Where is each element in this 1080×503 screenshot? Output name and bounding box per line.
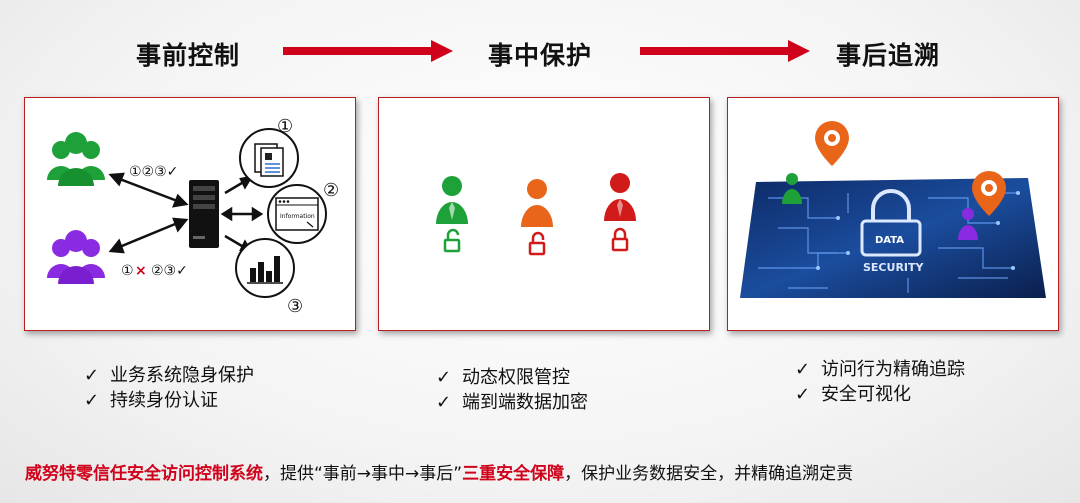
stage-title-after: 事后追溯: [836, 36, 940, 72]
step-2-badge: ②: [323, 180, 339, 201]
footer-summary: 威努特零信任安全访问控制系统，提供“事前→事中→事后”三重安全保障，保护业务数据…: [25, 459, 853, 484]
purple-user-group-icon: [47, 230, 105, 284]
stage-title-before: 事前控制: [136, 36, 240, 72]
bullet-list-pre-control: ✓业务系统隐身保护 ✓持续身份认证: [84, 363, 254, 413]
denied-x-icon: ×: [135, 263, 147, 279]
purple-access-suffix: ②③✓: [151, 263, 188, 279]
list-item: ✓动态权限管控: [436, 365, 588, 390]
step-3-badge: ③: [287, 296, 303, 317]
panel-during-protection: [378, 97, 710, 331]
bullet-list-after-tracing: ✓访问行为精确追踪 ✓安全可视化: [795, 357, 965, 407]
locked-padlock-icon: [613, 229, 627, 250]
list-item: ✓端到端数据加密: [436, 390, 588, 415]
check-icon: ✓: [795, 382, 821, 407]
half-locked-padlock-icon: [530, 233, 544, 254]
check-icon: ✓: [84, 388, 110, 413]
stage-title-during: 事中保护: [488, 36, 592, 72]
bar-chart-resource-icon: [236, 239, 294, 297]
during-protection-diagram: [379, 98, 709, 330]
document-resource-icon: [240, 129, 298, 187]
orange-user-icon: [521, 179, 553, 227]
list-item: ✓访问行为精确追踪: [795, 357, 965, 382]
list-item: ✓安全可视化: [795, 382, 965, 407]
step-1-badge: ①: [277, 116, 293, 137]
arrow-right-icon: [640, 40, 810, 62]
window-info-text: Information: [280, 213, 315, 220]
lock-data-text: DATA: [875, 235, 904, 246]
list-item: ✓持续身份认证: [84, 388, 254, 413]
check-icon: ✓: [795, 357, 821, 382]
arrow-right-icon: [283, 40, 453, 62]
triple-guarantee: 三重安全保障: [462, 464, 564, 484]
server-icon: [189, 180, 219, 248]
panel-after-tracing: DATA SECURITY: [727, 97, 1059, 331]
check-icon: ✓: [436, 365, 462, 390]
bullet-list-during-protection: ✓动态权限管控 ✓端到端数据加密: [436, 365, 588, 415]
footer-text-2: ，保护业务数据安全，并精确追溯定责: [564, 464, 853, 484]
green-user-icon: [436, 176, 468, 224]
information-window-icon: Information: [268, 185, 326, 243]
check-icon: ✓: [84, 363, 110, 388]
footer-text-1: ，提供“事前→事中→事后”: [263, 464, 462, 484]
list-item: ✓业务系统隐身保护: [84, 363, 254, 388]
product-name: 威努特零信任安全访问控制系统: [25, 464, 263, 484]
panel-pre-control: ①②③✓ ① × ②③✓: [24, 97, 356, 331]
unlocked-padlock-icon: [445, 230, 459, 251]
purple-access-prefix: ①: [121, 263, 134, 279]
green-access-label: ①②③✓: [129, 164, 178, 180]
pre-control-diagram: ①②③✓ ① × ②③✓: [25, 98, 355, 330]
lock-security-text: SECURITY: [863, 261, 925, 274]
location-pin-icon: [815, 121, 849, 166]
after-tracing-diagram: DATA SECURITY: [728, 98, 1058, 330]
check-icon: ✓: [436, 390, 462, 415]
red-user-icon: [604, 173, 636, 221]
green-user-group-icon: [47, 132, 105, 186]
